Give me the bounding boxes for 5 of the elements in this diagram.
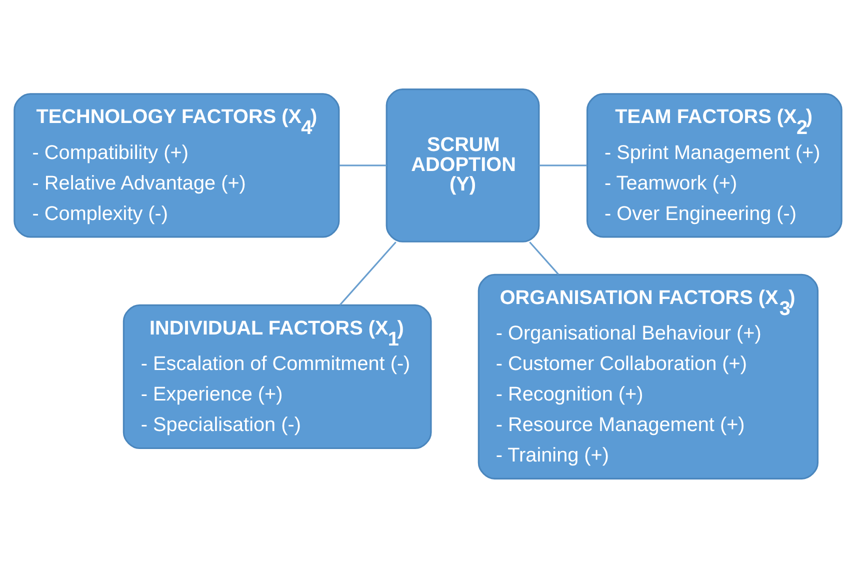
connector xyxy=(338,241,396,306)
connector xyxy=(528,241,559,274)
connector xyxy=(338,164,386,166)
node-box: SCRUM ADOPTION (Y) xyxy=(385,88,540,242)
connector xyxy=(538,164,586,166)
